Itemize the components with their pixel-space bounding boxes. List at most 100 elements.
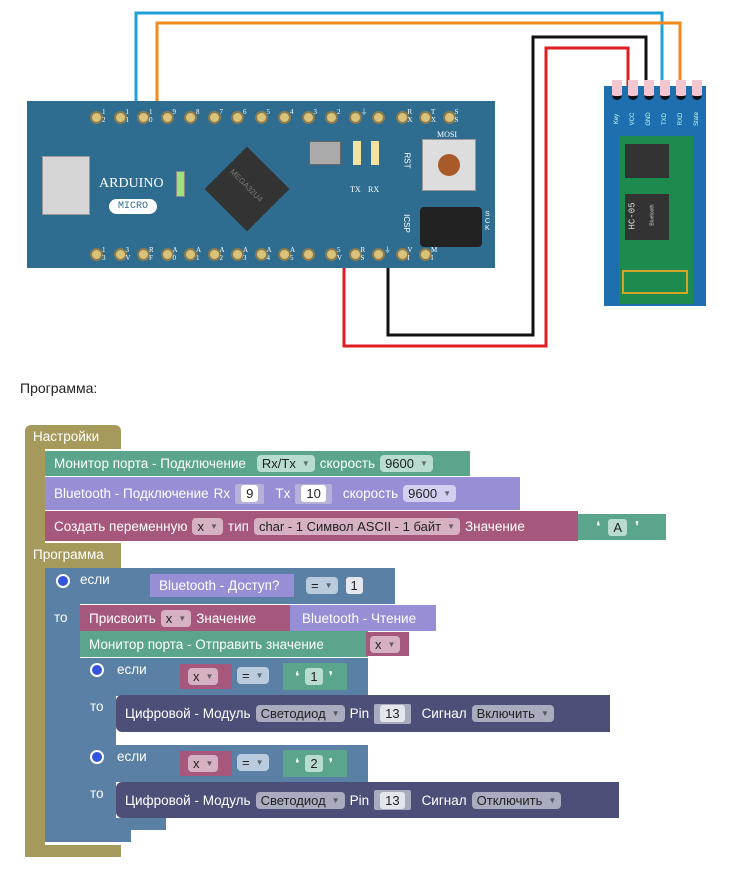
bt-speed-dropdown[interactable]: 9600 ▼ bbox=[403, 485, 457, 502]
tx-label: TX bbox=[350, 185, 361, 194]
bt-read-block[interactable]: Bluetooth - Чтение bbox=[290, 605, 436, 631]
mosi-label: MOSI bbox=[437, 130, 458, 139]
assign-block[interactable]: Присвоить x▼ Значение bbox=[80, 605, 290, 631]
header-pin bbox=[419, 248, 432, 261]
tx-input[interactable]: 10 bbox=[301, 485, 326, 502]
pin-label: 3V bbox=[125, 246, 131, 262]
if3-value-input[interactable]: 2 bbox=[305, 755, 323, 772]
dropdown-arrow-icon: ▼ bbox=[387, 639, 396, 649]
if2-text-block[interactable]: ❛ 1 ❜ bbox=[283, 663, 347, 690]
send-var-dropdown[interactable]: x▼ bbox=[370, 635, 401, 653]
pin-label: 3 bbox=[313, 108, 318, 116]
if2-op-dropdown[interactable]: =▼ bbox=[237, 667, 269, 684]
assign-var-dropdown[interactable]: x▼ bbox=[160, 609, 192, 627]
pin-label: 2 bbox=[337, 108, 341, 116]
char-value-block[interactable]: ❛ A ❜ bbox=[578, 514, 666, 540]
header-pin bbox=[301, 248, 315, 261]
rx-socket: 9 bbox=[235, 483, 265, 504]
setup-title: Настройки bbox=[33, 429, 100, 444]
if1-bottom bbox=[45, 830, 131, 842]
header-pin bbox=[231, 248, 244, 261]
if3-op-dropdown[interactable]: =▼ bbox=[237, 754, 269, 771]
header-pin bbox=[231, 111, 244, 124]
pin-label: 11 bbox=[125, 108, 130, 124]
pin-label: RX bbox=[407, 108, 413, 124]
if2-var-block[interactable]: x▼ bbox=[180, 664, 232, 689]
speed-label: скорость bbox=[319, 456, 376, 471]
if3-text-block[interactable]: ❛ 2 ❜ bbox=[283, 750, 347, 777]
bt-speed-value: 9600 bbox=[408, 486, 438, 501]
pin-input[interactable]: 13 bbox=[380, 791, 405, 809]
header-pin bbox=[395, 111, 409, 124]
pin-label: A0 bbox=[172, 246, 178, 262]
if1-bar bbox=[45, 600, 80, 840]
gear-icon[interactable] bbox=[90, 663, 104, 677]
char-value-input[interactable]: A bbox=[608, 518, 628, 536]
gear-icon[interactable] bbox=[56, 574, 70, 588]
digital-label: Цифровой - Модуль bbox=[125, 792, 251, 808]
signal-dropdown[interactable]: Отключить▼ bbox=[471, 791, 562, 809]
pin-label: 6 bbox=[243, 108, 247, 116]
if3-op-value: = bbox=[242, 755, 250, 770]
assign-value-label: Значение bbox=[196, 610, 257, 626]
rx-input[interactable]: 9 bbox=[241, 485, 259, 502]
pin-label: 7 bbox=[219, 108, 224, 116]
if3-var-block[interactable]: x▼ bbox=[180, 751, 232, 776]
dropdown-arrow-icon: ▼ bbox=[205, 759, 214, 768]
reset-button-cap bbox=[438, 154, 460, 176]
bt-connect-block[interactable]: Bluetooth - Подключение Rx 9 Tx 10 скоро… bbox=[45, 477, 520, 510]
icsp-header bbox=[420, 207, 482, 247]
digital-off-block[interactable]: Цифровой - Модуль Светодиод▼ Pin 13 Сигн… bbox=[116, 782, 619, 818]
dropdown-arrow-icon: ▼ bbox=[331, 709, 340, 718]
send-var-block[interactable]: x▼ bbox=[366, 632, 409, 656]
if3-bottom bbox=[80, 818, 166, 830]
tx-socket: 10 bbox=[295, 483, 332, 504]
loop-title: Программа bbox=[33, 547, 104, 562]
type-label: тип bbox=[227, 518, 249, 534]
module-pin-label: GND bbox=[646, 112, 652, 126]
module-pin-label: RXD bbox=[678, 112, 684, 126]
program-label: Программа: bbox=[20, 380, 98, 396]
rx-label: Rx bbox=[213, 486, 231, 501]
reset-button[interactable] bbox=[422, 139, 476, 191]
pin-input[interactable]: 13 bbox=[380, 705, 405, 722]
var-name-value: x bbox=[197, 518, 204, 534]
crystal bbox=[309, 141, 341, 165]
dropdown-arrow-icon: ▼ bbox=[443, 489, 452, 498]
module-dropdown[interactable]: Светодиод▼ bbox=[255, 791, 345, 809]
module-pin bbox=[660, 80, 670, 100]
header-pin bbox=[137, 248, 150, 261]
rst-label: RST bbox=[402, 152, 412, 169]
type-dropdown[interactable]: char - 1 Символ ASCII - 1 байт▼ bbox=[253, 517, 460, 535]
gear-icon[interactable] bbox=[90, 750, 104, 764]
op-dropdown[interactable]: =▼ bbox=[306, 577, 338, 594]
var-name-dropdown[interactable]: x▼ bbox=[192, 517, 223, 535]
module-dropdown[interactable]: Светодиод▼ bbox=[255, 705, 345, 722]
speed-dropdown[interactable]: 9600▼ bbox=[380, 455, 433, 472]
signal-label: Сигнал bbox=[421, 792, 467, 808]
bt-available-block[interactable]: Bluetooth - Доступ? bbox=[150, 574, 294, 597]
create-var-block[interactable]: Создать переменную x▼ тип char - 1 Симво… bbox=[45, 511, 578, 541]
serial-connect-block[interactable]: Монитор порта - Подключение Rx/Tx▼ скоро… bbox=[45, 451, 470, 476]
serial-send-block[interactable]: Монитор порта - Отправить значение bbox=[80, 631, 368, 657]
dropdown-arrow-icon: ▼ bbox=[419, 459, 428, 468]
quote-open-icon: ❛ bbox=[295, 668, 300, 684]
digital-on-block[interactable]: Цифровой - Модуль Светодиод▼ Pin 13 Сигн… bbox=[116, 695, 610, 732]
bt-label: Bluetooth - Подключение bbox=[54, 486, 209, 501]
port-dropdown[interactable]: Rx/Tx▼ bbox=[256, 455, 315, 472]
if2-var-dropdown[interactable]: x▼ bbox=[188, 668, 219, 685]
if2-value-input[interactable]: 1 bbox=[305, 668, 323, 685]
value-label: Значение bbox=[464, 518, 525, 534]
board-brand: ARDUINO bbox=[99, 176, 164, 191]
serial-label: Монитор порта - Подключение bbox=[54, 456, 246, 471]
icsp-label: ICSP bbox=[401, 214, 411, 233]
if2-bar bbox=[80, 690, 116, 745]
header-pin bbox=[207, 248, 221, 261]
if3-var-dropdown[interactable]: x▼ bbox=[188, 755, 219, 772]
port-value: Rx/Tx bbox=[261, 456, 296, 471]
compare-value-input[interactable]: 1 bbox=[345, 577, 363, 594]
signal-dropdown[interactable]: Включить▼ bbox=[471, 705, 554, 722]
if1-then-label: то bbox=[54, 610, 68, 625]
if1-if-label: если bbox=[80, 572, 110, 587]
